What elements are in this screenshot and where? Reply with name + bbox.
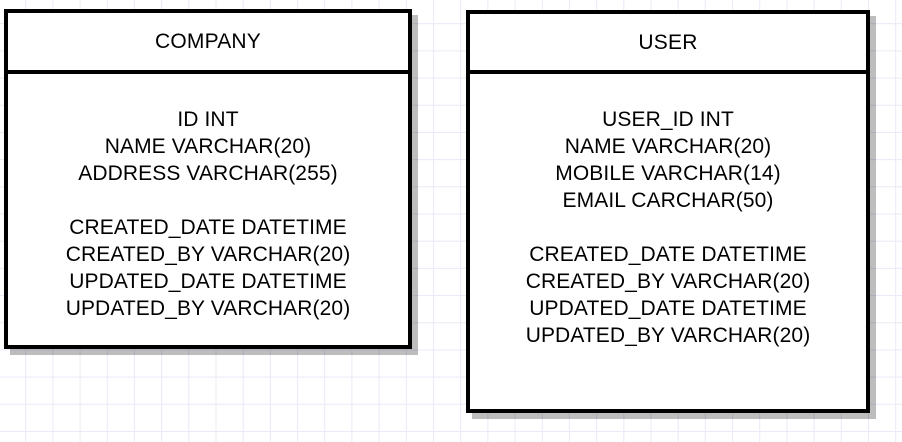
entity-box-user[interactable]: USER USER_ID INT NAME VARCHAR(20) MOBILE… (466, 10, 870, 413)
attribute-row: EMAIL CARCHAR(50) (562, 189, 774, 212)
attribute-row: UPDATED_BY VARCHAR(20) (65, 297, 351, 320)
attribute-group-user-audit: CREATED_DATE DATETIME CREATED_BY VARCHAR… (470, 241, 866, 349)
attribute-group-company-keys: ID INT NAME VARCHAR(20) ADDRESS VARCHAR(… (8, 106, 408, 187)
attribute-row: CREATED_DATE DATETIME (529, 243, 807, 266)
entity-attributes-user: USER_ID INT NAME VARCHAR(20) MOBILE VARC… (470, 74, 866, 409)
attribute-row: CREATED_BY VARCHAR(20) (65, 243, 351, 266)
attribute-group-company-audit: CREATED_DATE DATETIME CREATED_BY VARCHAR… (8, 214, 408, 322)
attribute-row: USER_ID INT (602, 108, 734, 131)
entity-title-company: COMPANY (8, 13, 408, 74)
attribute-row: CREATED_BY VARCHAR(20) (525, 270, 811, 293)
entity-title-user: USER (470, 14, 866, 74)
entity-attributes-company: ID INT NAME VARCHAR(20) ADDRESS VARCHAR(… (8, 74, 408, 345)
attribute-group-user-keys: USER_ID INT NAME VARCHAR(20) MOBILE VARC… (470, 106, 866, 214)
attribute-row: UPDATED_BY VARCHAR(20) (525, 324, 811, 347)
entity-box-company[interactable]: COMPANY ID INT NAME VARCHAR(20) ADDRESS … (4, 9, 412, 349)
attribute-row: UPDATED_DATE DATETIME (529, 297, 807, 320)
attribute-row: ID INT (177, 108, 239, 131)
attribute-row: ADDRESS VARCHAR(255) (78, 162, 338, 185)
attribute-row: CREATED_DATE DATETIME (69, 216, 347, 239)
attribute-row: UPDATED_DATE DATETIME (69, 270, 347, 293)
attribute-row: NAME VARCHAR(20) (104, 135, 312, 158)
attribute-row: MOBILE VARCHAR(14) (555, 162, 781, 185)
attribute-row: NAME VARCHAR(20) (564, 135, 772, 158)
